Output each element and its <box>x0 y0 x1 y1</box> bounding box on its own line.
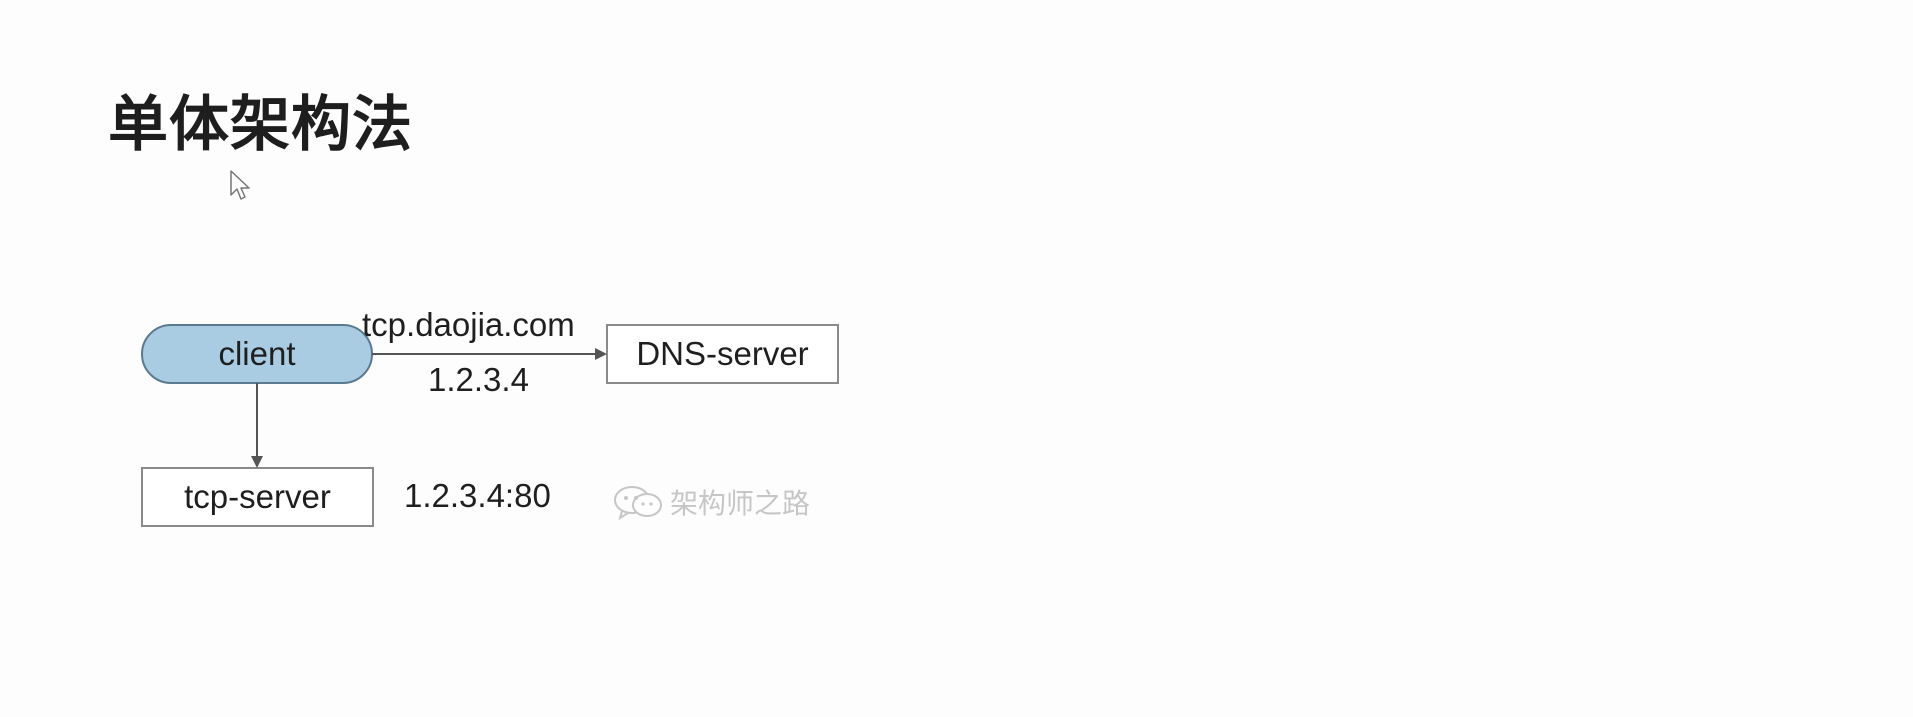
client-node-label: client <box>218 335 296 372</box>
mouse-pointer-icon <box>230 170 250 200</box>
dns-ip-label: 1.2.3.4 <box>428 361 529 398</box>
watermark-text: 架构师之路 <box>670 487 811 520</box>
tcp-address-label: 1.2.3.4:80 <box>404 477 551 514</box>
domain-label: tcp.daojia.com <box>362 306 575 343</box>
slide-title: 单体架构法 <box>108 90 413 160</box>
tcp-server-node-label: tcp-server <box>184 478 331 515</box>
tcp-server-node-shape <box>141 467 374 527</box>
dns-server-node-label: DNS-server <box>636 335 809 372</box>
dns-server-node-shape <box>606 324 839 384</box>
wechat-icon <box>614 486 662 520</box>
watermark: 架构师之路 <box>612 480 810 524</box>
